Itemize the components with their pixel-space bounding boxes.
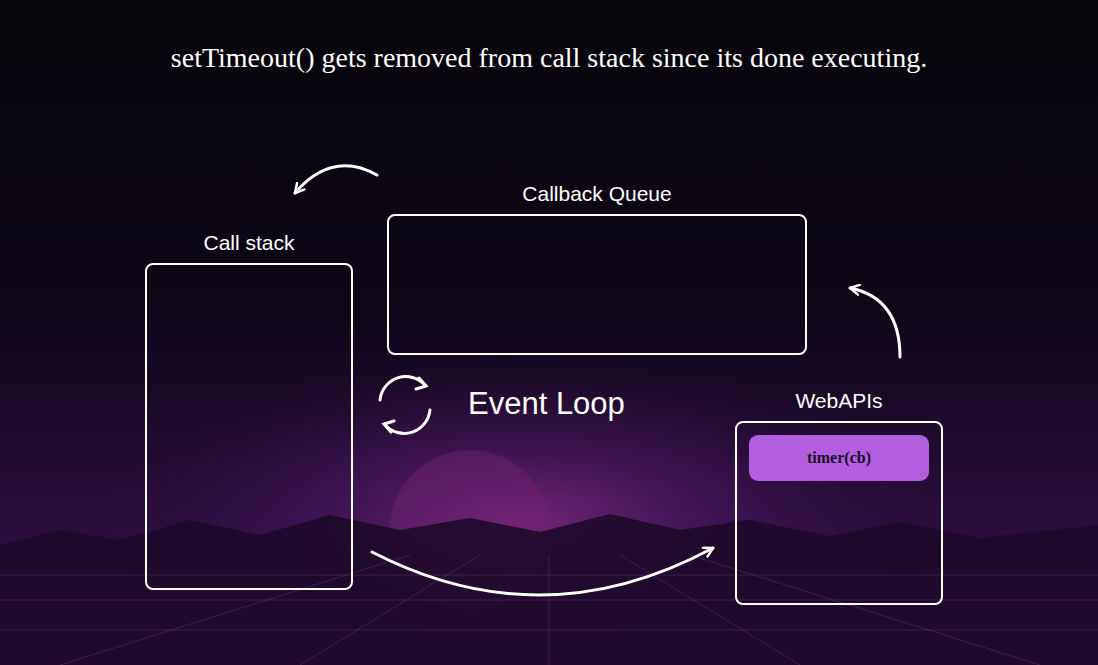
box-heading: Call stack xyxy=(107,231,391,255)
region-box: Call stack xyxy=(145,263,353,590)
flow-arrow xyxy=(850,288,900,357)
pill-text: timer(cb) xyxy=(807,449,871,467)
loop-label: Event Loop xyxy=(468,386,625,422)
region-box: WebAPIstimer(cb) xyxy=(735,421,943,605)
diagram-title: setTimeout() gets removed from call stac… xyxy=(0,42,1098,74)
flow-arrow xyxy=(295,166,377,193)
box-heading: WebAPIs xyxy=(697,389,981,413)
flow-arrow xyxy=(372,548,713,595)
box-heading: Callback Queue xyxy=(349,182,845,206)
region-box: Callback Queue xyxy=(387,214,807,355)
timer-pill: timer(cb) xyxy=(749,435,929,481)
